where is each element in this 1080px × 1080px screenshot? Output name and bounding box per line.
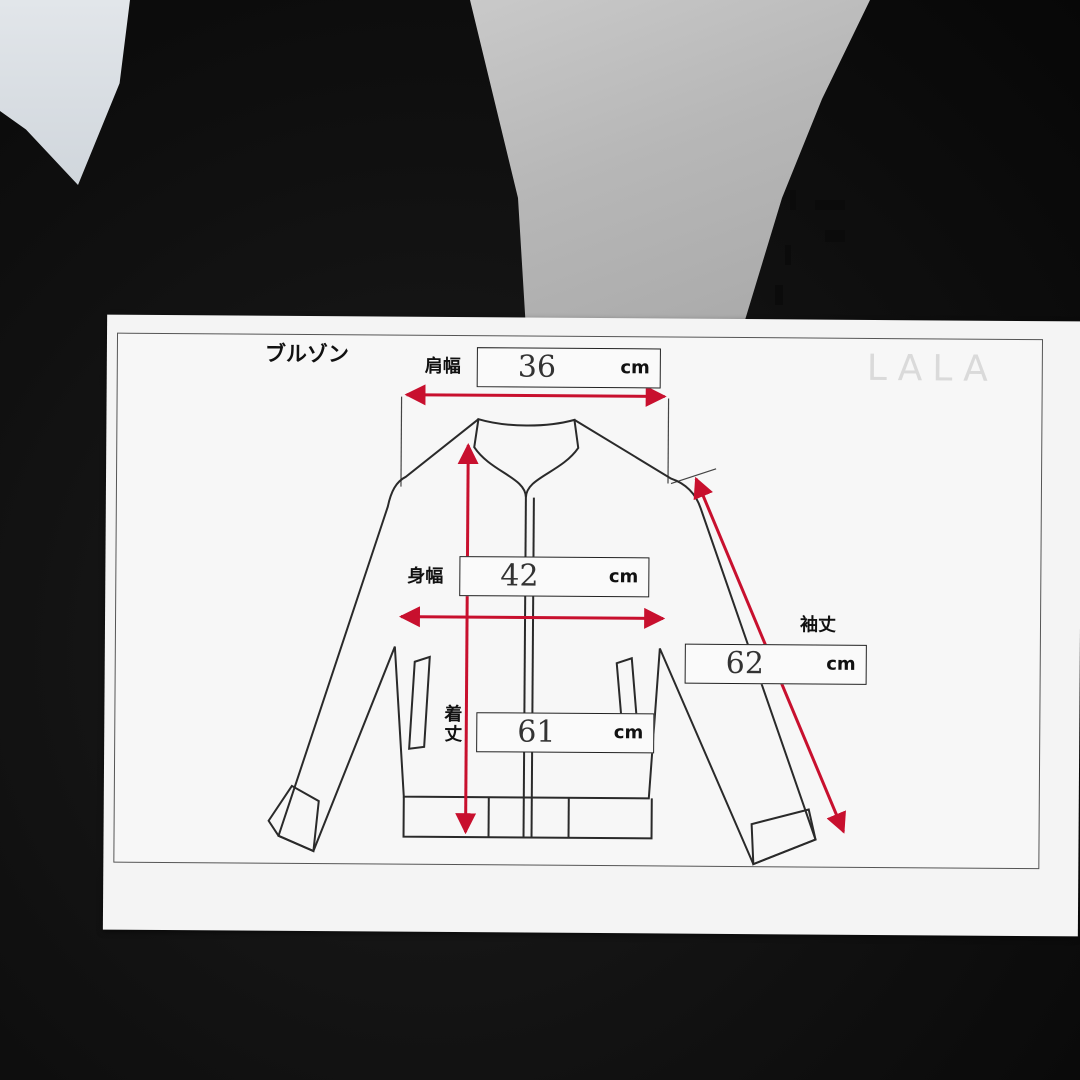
fabric-print-mark — [790, 190, 796, 210]
body-width-unit: cm — [608, 566, 639, 588]
shoulder-field: 36 cm — [476, 347, 661, 389]
length-label: 着丈 — [444, 703, 463, 745]
sleeve-unit: cm — [826, 653, 856, 675]
fabric-print-mark — [785, 245, 791, 265]
shoulder-guide-left — [400, 396, 403, 487]
fabric-print-mark — [825, 230, 845, 242]
sleeve-label: 袖丈 — [799, 614, 837, 636]
length-arrow — [455, 443, 479, 835]
length-value: 61 — [517, 714, 556, 750]
sleeve-field: 62 cm — [684, 643, 867, 685]
length-field: 61 cm — [476, 712, 655, 754]
length-unit: cm — [613, 722, 644, 744]
jacket-outline — [267, 417, 817, 866]
garment-title: ブルゾン — [264, 341, 349, 367]
body-width-arrow — [398, 606, 666, 629]
sleeve-value: 62 — [725, 645, 765, 682]
shoulder-label: 肩幅 — [424, 355, 461, 378]
shoulder-arrow — [404, 384, 667, 407]
shoulder-unit: cm — [620, 357, 650, 379]
fabric-print-grey — [470, 0, 870, 330]
body-width-value: 42 — [500, 558, 539, 594]
fabric-print-white — [0, 0, 130, 185]
size-label-card: LALA ブルゾン 肩幅 36 cm 身幅 42 cm 袖丈 62 cm 着丈 … — [102, 314, 1080, 937]
fabric-print-mark — [815, 200, 845, 210]
body-width-field: 42 cm — [459, 556, 650, 598]
bleed-through-text: LALA — [867, 348, 998, 390]
body-width-label: 身幅 — [407, 565, 444, 587]
jacket-diagram: LALA — [267, 348, 998, 866]
shoulder-value: 36 — [517, 349, 557, 385]
shoulder-guide-right — [667, 398, 670, 484]
fabric-print-mark — [775, 285, 783, 305]
